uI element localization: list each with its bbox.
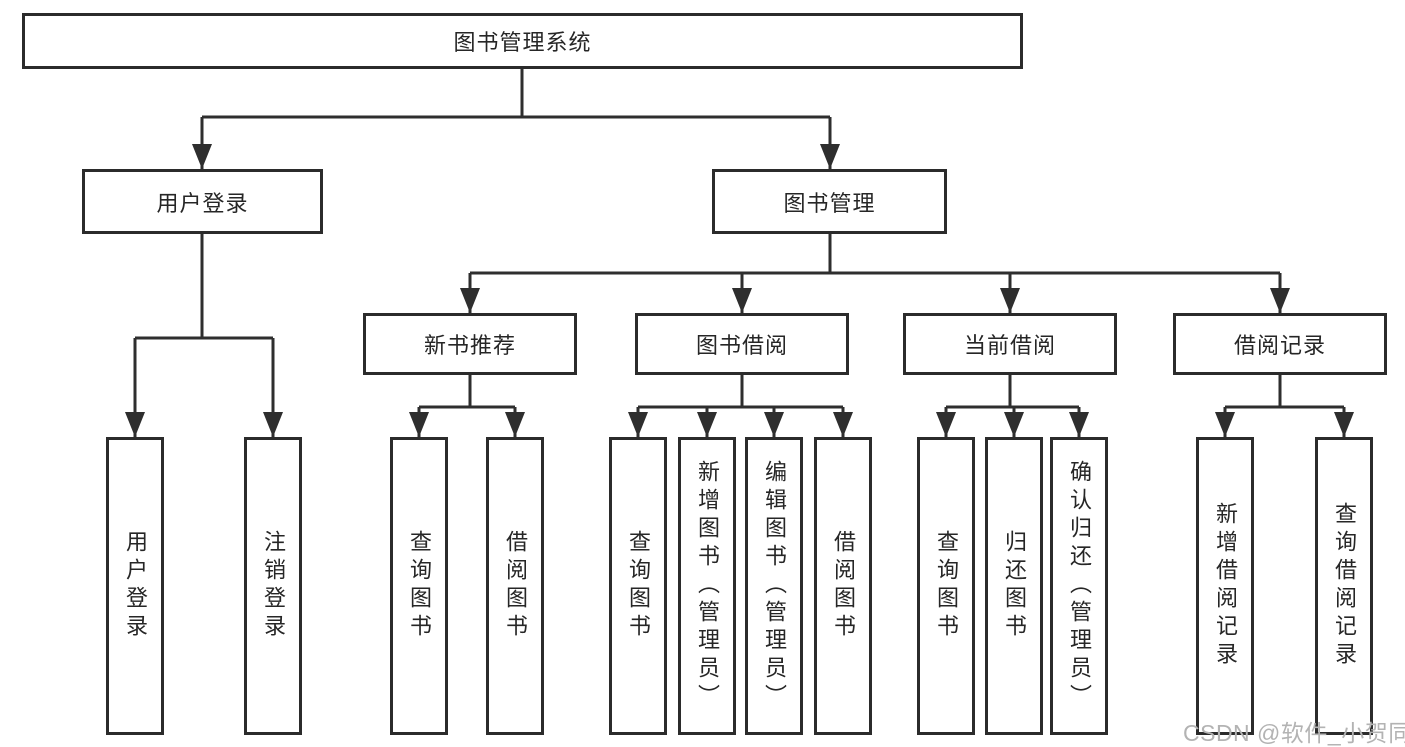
- arrow-icon: [1000, 288, 1020, 313]
- leaf-logout: 注销登录: [244, 437, 302, 735]
- arrow-icon: [1270, 288, 1290, 313]
- csdn-watermark: CSDN @软件_小贺同学: [1183, 720, 1405, 746]
- leaf-query-books-borrow: 查询图书: [609, 437, 667, 735]
- leaf-borrow-books-recommend: 借阅图书: [486, 437, 544, 735]
- leaf-user-login: 用户登录: [106, 437, 164, 735]
- leaf-query-books-recommend: 查询图书: [390, 437, 448, 735]
- arrow-icon: [1069, 412, 1089, 437]
- arrow-icon: [820, 144, 840, 169]
- arrow-icon: [1215, 412, 1235, 437]
- connector-book-borrow: [636, 375, 845, 437]
- leaf-edit-book-admin: 编辑图书（管理员）: [745, 437, 803, 735]
- node-book-borrow: 图书借阅: [635, 313, 849, 375]
- node-new-book-recommend: 新书推荐: [363, 313, 577, 375]
- arrow-icon: [505, 412, 525, 437]
- leaf-query-books-current: 查询图书: [917, 437, 975, 735]
- arrow-icon: [1004, 412, 1024, 437]
- leaf-add-borrow-record: 新增借阅记录: [1196, 437, 1254, 735]
- arrow-icon: [1334, 412, 1354, 437]
- leaf-confirm-return-admin: 确认归还（管理员）: [1050, 437, 1108, 735]
- leaf-return-book: 归还图书: [985, 437, 1043, 735]
- arrow-icon: [628, 412, 648, 437]
- connector-user-login: [133, 234, 275, 437]
- connector-book-management: [468, 234, 1282, 313]
- node-borrow-records: 借阅记录: [1173, 313, 1387, 375]
- connector-borrow-records: [1223, 375, 1346, 437]
- leaf-query-borrow-record: 查询借阅记录: [1315, 437, 1373, 735]
- arrow-icon: [732, 288, 752, 313]
- node-root: 图书管理系统: [22, 13, 1023, 69]
- arrowheads: [125, 144, 1354, 437]
- leaf-borrow-books-borrow: 借阅图书: [814, 437, 872, 735]
- leaf-add-book-admin: 新增图书（管理员）: [678, 437, 736, 735]
- arrow-icon: [263, 412, 283, 437]
- arrow-icon: [936, 412, 956, 437]
- node-user-login: 用户登录: [82, 169, 323, 234]
- arrow-icon: [125, 412, 145, 437]
- node-current-borrow: 当前借阅: [903, 313, 1117, 375]
- arrow-icon: [833, 412, 853, 437]
- arrow-icon: [697, 412, 717, 437]
- arrow-icon: [460, 288, 480, 313]
- connector-new-book: [417, 375, 517, 437]
- connector-root: [200, 69, 832, 169]
- arrow-icon: [764, 412, 784, 437]
- arrow-icon: [192, 144, 212, 169]
- node-book-management: 图书管理: [712, 169, 947, 234]
- arrow-icon: [409, 412, 429, 437]
